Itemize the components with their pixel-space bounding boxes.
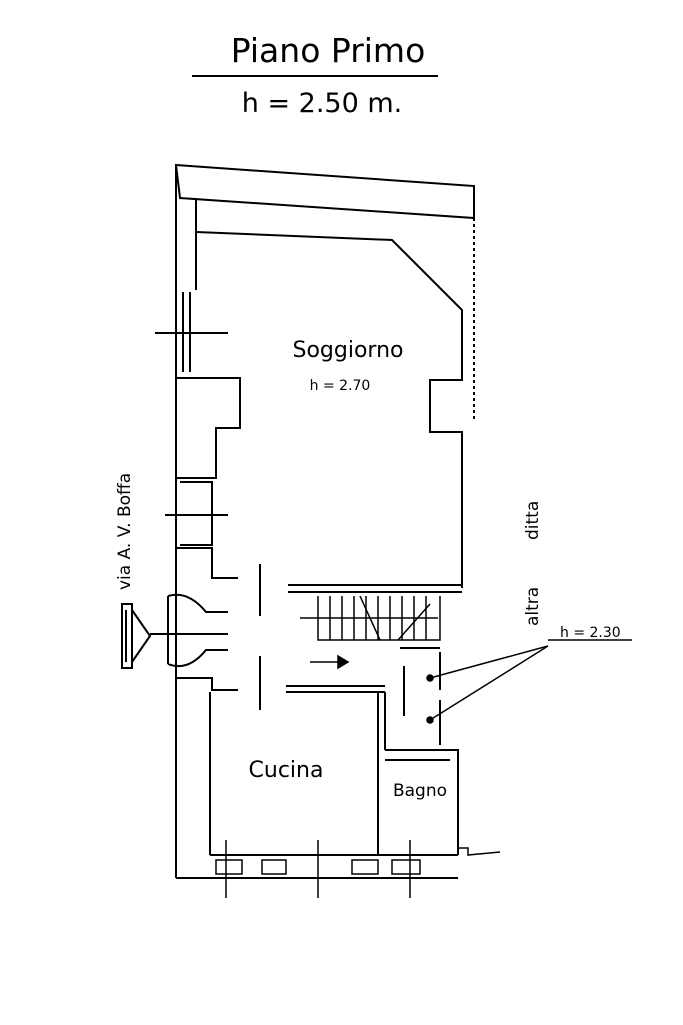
outer-walls bbox=[174, 163, 475, 879]
room-label-bagno: Bagno bbox=[393, 781, 447, 801]
room-label-cucina: Cucina bbox=[249, 758, 324, 783]
staircase-icon bbox=[300, 595, 441, 670]
room-height-soggiorno: h = 2.70 bbox=[310, 378, 371, 394]
floor-height-label: h = 2.50 m. bbox=[242, 88, 402, 119]
neighbor-label-ditta: ditta bbox=[523, 501, 543, 540]
bottom-windows bbox=[215, 840, 501, 898]
room-label-soggiorno: Soggiorno bbox=[293, 338, 404, 363]
annex-height-label: h = 2.30 bbox=[560, 625, 621, 641]
neighbor-label-altra: altra bbox=[523, 587, 543, 626]
height-leaders bbox=[426, 639, 632, 724]
interior-walls bbox=[209, 564, 462, 855]
north-arrow-icon bbox=[121, 603, 152, 669]
street-label: via A. V. Boffa bbox=[115, 473, 135, 590]
plan-title: Piano Primo bbox=[231, 31, 426, 70]
left-wall-details bbox=[150, 292, 241, 691]
